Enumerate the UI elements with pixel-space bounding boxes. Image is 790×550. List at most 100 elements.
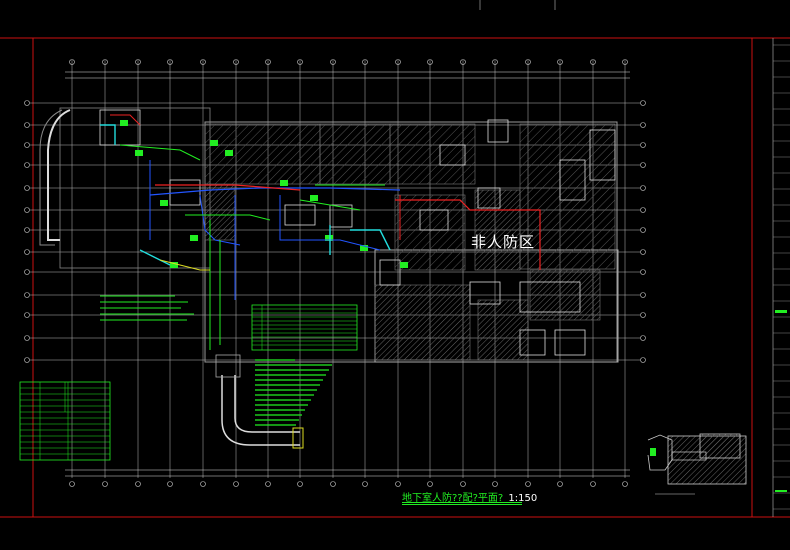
axis-bubble-right (640, 269, 646, 275)
title-underline-2 (402, 504, 522, 505)
axis-bubble-bottom (525, 481, 531, 487)
axis-bubble-top (395, 59, 401, 65)
axis-bubble-top (590, 59, 596, 65)
equipment-tag (310, 195, 318, 201)
notes-block (100, 295, 332, 426)
axis-bubble-right (640, 100, 646, 106)
drawing-title: 地下室人防??配?平面? 1:150 (402, 489, 537, 504)
axis-bubble-top (265, 59, 271, 65)
axis-bubble-left (24, 162, 30, 168)
axis-bubble-bottom (233, 481, 239, 487)
equipment-tag (160, 200, 168, 206)
axis-bubble-bottom (557, 481, 563, 487)
axis-bubble-top (102, 59, 108, 65)
axis-bubble-bottom (460, 481, 466, 487)
axis-bubble-left (24, 227, 30, 233)
axis-bubble-bottom (102, 481, 108, 487)
axis-bubble-left (24, 142, 30, 148)
room-block (554, 329, 586, 356)
hatched-zone (204, 123, 616, 361)
room-block (329, 204, 353, 228)
title-block-mark (775, 310, 787, 313)
axis-bubble-top (427, 59, 433, 65)
equipment-tag (280, 180, 288, 186)
axis-bubble-bottom (265, 481, 271, 487)
axis-bubble-top (525, 59, 531, 65)
axis-bubble-top (362, 59, 368, 65)
drawing-scale: 1:150 (508, 493, 538, 504)
room-block (559, 159, 586, 201)
equipment-tag (360, 245, 368, 251)
axis-bubble-top (135, 59, 141, 65)
zone-label: 非人防区 (471, 233, 536, 251)
equipment-table (251, 304, 358, 351)
title-block-mark (775, 490, 787, 492)
axis-bubble-left (24, 269, 30, 275)
axis-bubble-bottom (622, 481, 628, 487)
room-block (477, 187, 501, 209)
room-block (487, 119, 509, 143)
axis-bubble-left (24, 292, 30, 298)
axis-bubble-left (24, 335, 30, 341)
axis-bubble-top (492, 59, 498, 65)
equipment-tag (190, 235, 198, 241)
room-block (169, 179, 201, 206)
axis-bubble-top (297, 59, 303, 65)
axis-bubble-top (622, 59, 628, 65)
room-block (379, 259, 401, 286)
axis-bubble-top (167, 59, 173, 65)
axis-grid (24, 59, 646, 487)
axis-bubble-bottom (395, 481, 401, 487)
legend-table (19, 381, 111, 461)
axis-bubble-left (24, 357, 30, 363)
axis-bubble-left (24, 122, 30, 128)
axis-bubble-bottom (200, 481, 206, 487)
equipment-tag (210, 140, 218, 146)
building-outline (39, 107, 619, 363)
ramp-duct (215, 354, 304, 449)
axis-bubble-right (640, 122, 646, 128)
axis-bubble-bottom (492, 481, 498, 487)
axis-bubble-right (640, 357, 646, 363)
key-plan (647, 433, 747, 495)
axis-bubble-bottom (427, 481, 433, 487)
axis-bubble-top (460, 59, 466, 65)
axis-bubble-top (557, 59, 563, 65)
axis-bubble-bottom (362, 481, 368, 487)
axis-bubble-right (640, 249, 646, 255)
pipe-network (100, 114, 541, 350)
axis-bubble-right (640, 185, 646, 191)
axis-bubble-left (24, 185, 30, 191)
axis-bubble-top (69, 59, 75, 65)
axis-bubble-bottom (590, 481, 596, 487)
axis-bubble-left (24, 249, 30, 255)
axis-bubble-right (640, 312, 646, 318)
title-underline (402, 502, 522, 503)
equipment-tag (225, 150, 233, 156)
axis-bubble-right (640, 162, 646, 168)
room-block (519, 281, 581, 313)
axis-bubble-right (640, 335, 646, 341)
equipment-tag (170, 262, 178, 268)
equipment-tag (135, 150, 143, 156)
axis-bubble-right (640, 207, 646, 213)
axis-bubble-bottom (297, 481, 303, 487)
axis-bubble-left (24, 207, 30, 213)
axis-bubble-right (640, 292, 646, 298)
axis-bubble-bottom (330, 481, 336, 487)
drawing-title-text: 地下室人防??配?平面? (402, 493, 504, 504)
axis-bubble-top (200, 59, 206, 65)
room-block (439, 144, 466, 166)
axis-bubble-left (24, 312, 30, 318)
room-block (419, 209, 449, 231)
axis-bubble-bottom (69, 481, 75, 487)
room-block (469, 281, 501, 305)
title-block (773, 44, 790, 510)
axis-bubble-left (24, 100, 30, 106)
room-block (284, 204, 316, 226)
equipment-tag (400, 262, 408, 268)
axis-bubble-right (640, 227, 646, 233)
axis-bubble-top (330, 59, 336, 65)
axis-bubble-right (640, 142, 646, 148)
